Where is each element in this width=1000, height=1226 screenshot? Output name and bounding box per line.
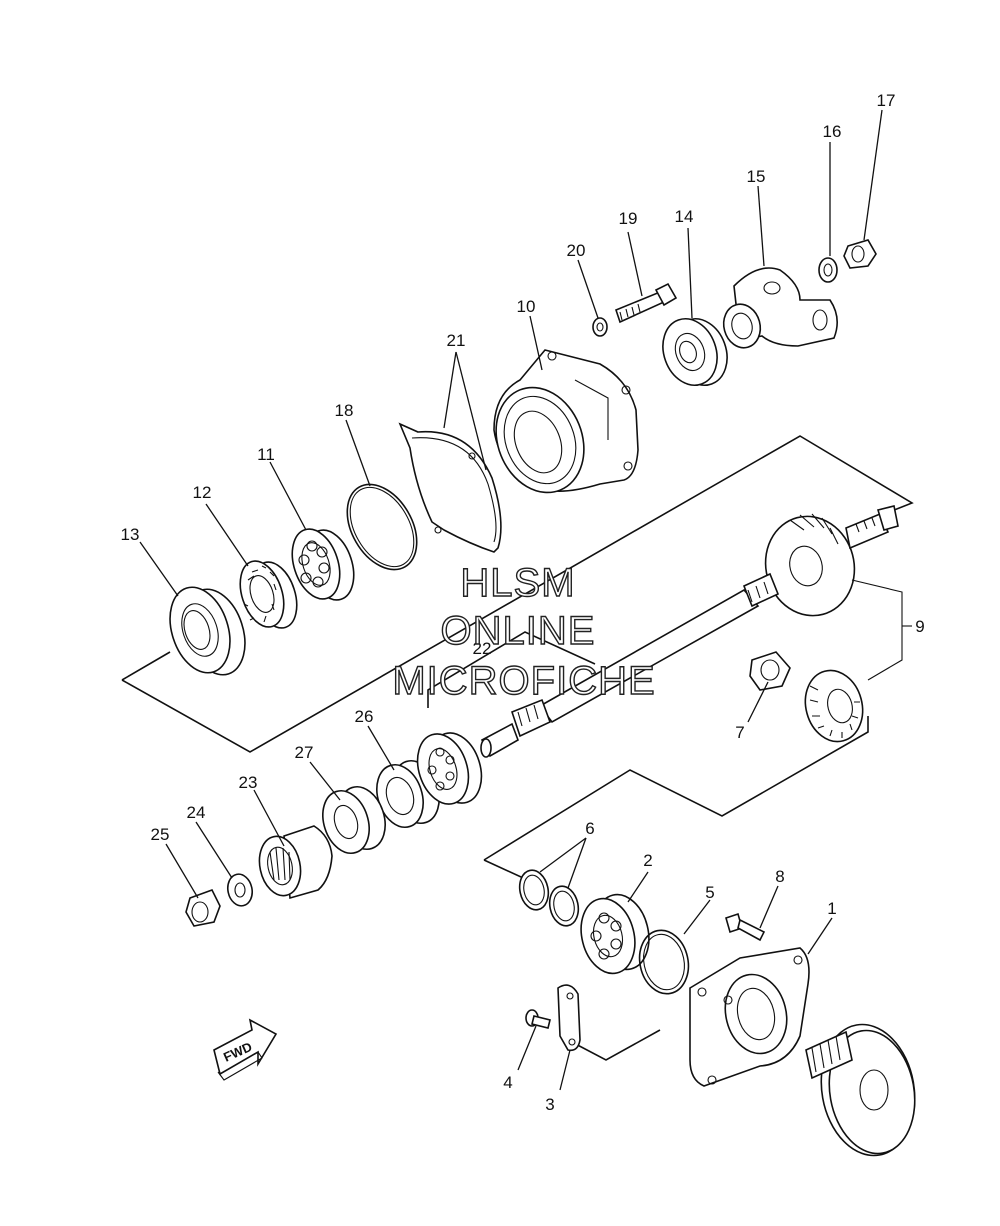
callout-2: 2 (643, 851, 652, 870)
part-23-coupling (258, 825, 333, 900)
callout-9: 9 (915, 617, 924, 636)
part-7-nut (749, 651, 791, 691)
callout-17: 17 (877, 91, 896, 110)
part-8-bolt (725, 912, 766, 942)
part-4-screw (525, 1009, 551, 1029)
callout-1: 1 (827, 899, 836, 918)
callout-27: 27 (295, 743, 314, 762)
watermark: HLSM ONLINE MICROFICHE (392, 560, 656, 703)
callout-26: 26 (355, 707, 374, 726)
part-22-drive-shaft (480, 572, 780, 758)
leader-lines (139, 109, 883, 1091)
watermark-line-1: HLSM (460, 561, 575, 605)
callout-7: 7 (735, 723, 744, 742)
callout-23: 23 (239, 773, 258, 792)
part-9-bracket (851, 579, 912, 681)
callout-10: 10 (517, 297, 536, 316)
part-1-bearing-housing (689, 947, 810, 1087)
callout-14: 14 (675, 207, 694, 226)
callout-11: 11 (257, 445, 275, 464)
part-11-bearing (291, 528, 355, 601)
callout-24: 24 (187, 803, 206, 822)
gear-assembly (805, 1023, 916, 1157)
fwd-arrow-icon: FWD (213, 1018, 278, 1081)
callout-4: 4 (503, 1073, 512, 1092)
watermark-line-2: ONLINE (441, 609, 596, 653)
part-24-washer (226, 873, 254, 907)
part-6-shims (518, 869, 580, 927)
part-14-bearing (662, 318, 728, 386)
callout-13: 13 (121, 525, 140, 544)
part-13-bearing (169, 586, 246, 676)
callout-8: 8 (775, 867, 784, 886)
callout-16: 16 (823, 122, 842, 141)
part-12-collar (239, 560, 298, 629)
part-20-washer (592, 317, 608, 337)
part-25-nut (185, 889, 221, 927)
part-15-yoke (722, 267, 838, 349)
callout-19: 19 (619, 209, 638, 228)
part-3-plate (557, 984, 581, 1052)
part-18-o-ring (346, 483, 418, 571)
part-16-washer (818, 257, 838, 283)
callout-12: 12 (193, 483, 212, 502)
callout-21: 21 (447, 331, 466, 350)
part-19-bolt (615, 282, 678, 324)
assembly-group-lines (121, 435, 914, 1061)
callout-25: 25 (151, 825, 170, 844)
callout-6: 6 (585, 819, 594, 838)
callout-15: 15 (747, 167, 766, 186)
part-5-o-ring (638, 929, 690, 995)
part-10-housing (493, 349, 639, 494)
part-9-ring-gear (764, 505, 899, 617)
callout-numbers: 1 2 3 4 5 6 7 8 9 10 11 12 13 14 15 16 1… (121, 91, 925, 1114)
callout-18: 18 (335, 401, 354, 420)
part-21-gasket (398, 422, 502, 553)
watermark-line-3: MICROFICHE (392, 659, 655, 703)
part-17-nut (843, 239, 877, 269)
part-2-bearing (580, 893, 650, 975)
callout-22: 22 (473, 639, 492, 658)
callout-5: 5 (705, 883, 714, 902)
part-9-pinion-gear (804, 669, 864, 743)
part-27-bearing (322, 786, 386, 854)
callout-3: 3 (545, 1095, 554, 1114)
shaft-bearing (416, 732, 483, 805)
callout-20: 20 (567, 241, 586, 260)
